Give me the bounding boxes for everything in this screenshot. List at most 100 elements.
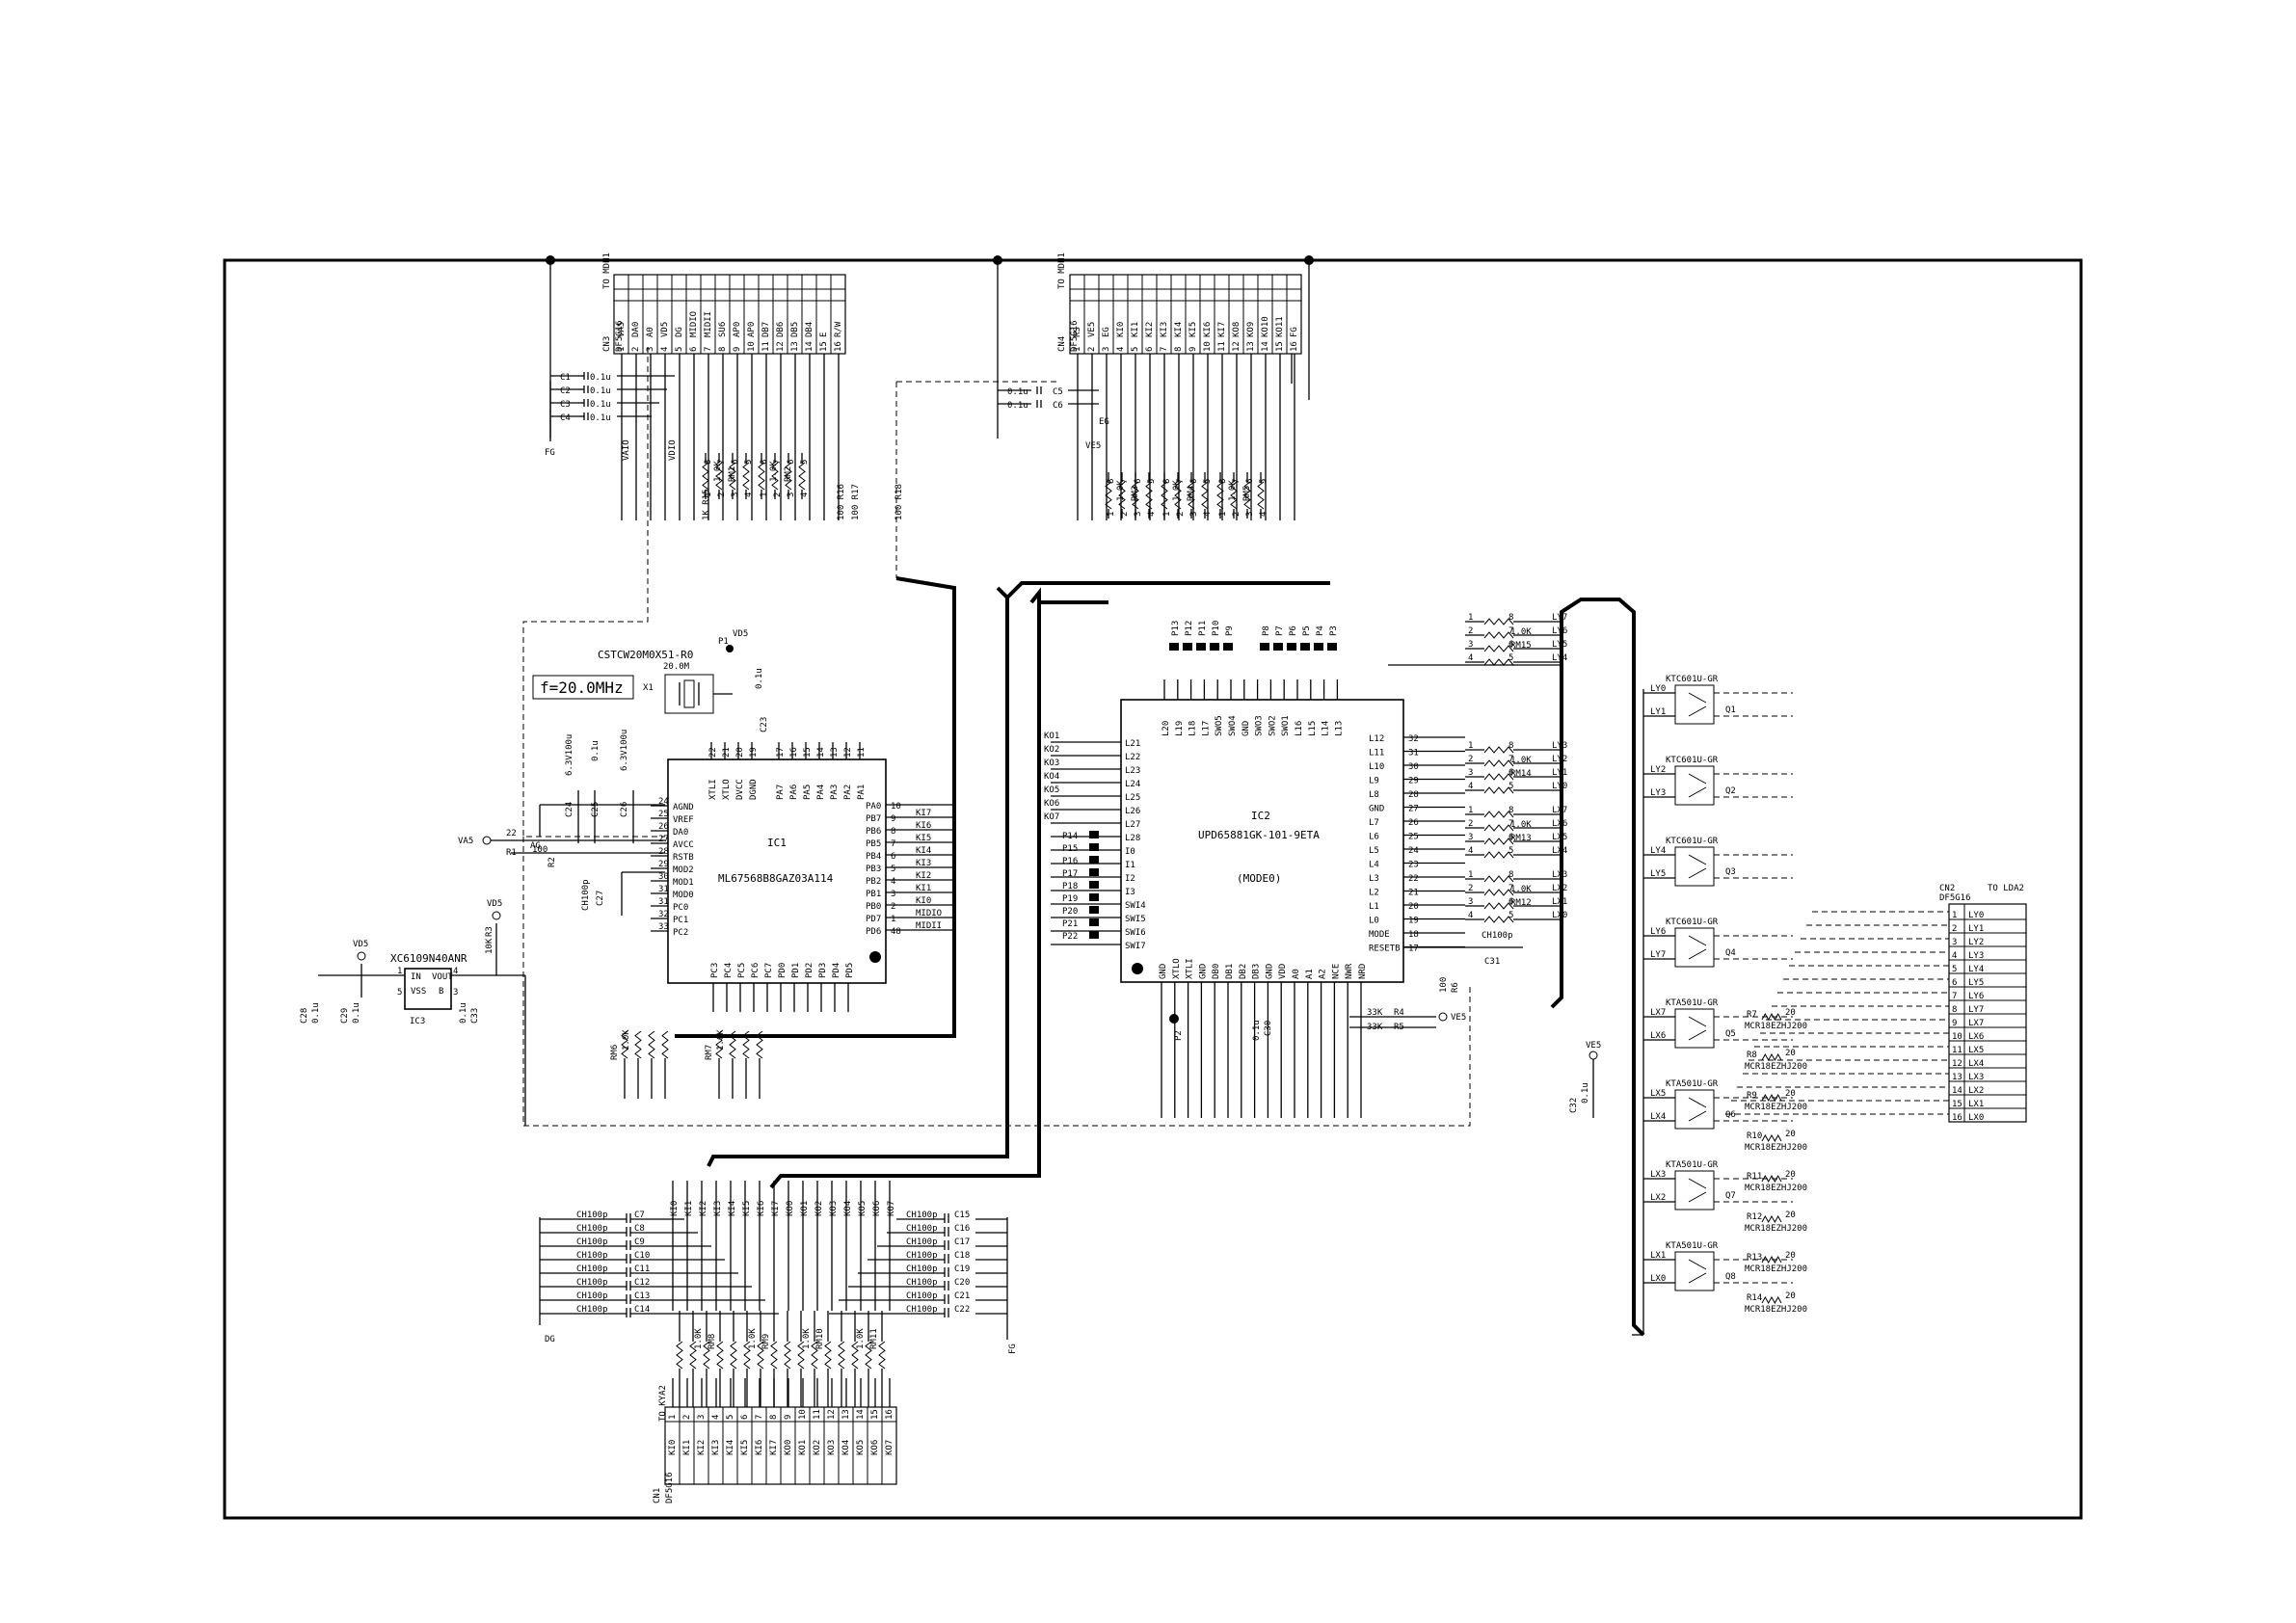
ic3-pin-name: VOUT	[432, 972, 453, 982]
connector-pin-number: 12	[1232, 341, 1241, 352]
transistor-part: KTA501U-GR	[1666, 1241, 1719, 1251]
ic2-net-label: KO5	[1044, 785, 1059, 795]
ic2-net-label: KO7	[1044, 812, 1059, 822]
test-point-pad	[1196, 643, 1206, 651]
ic1-net-label: KI1	[916, 884, 931, 893]
cn2-pin-number: 12	[1952, 1059, 1962, 1069]
network-pin-hi: 8	[1508, 806, 1513, 815]
ic2-pin-number: 24	[1408, 846, 1419, 856]
resistor-zigzag	[729, 1030, 736, 1059]
ic2-net-label: KO6	[1044, 799, 1059, 809]
resistor-zigzag	[1483, 759, 1514, 767]
resistor-zigzag	[1761, 1133, 1782, 1143]
transistor-arrow	[1688, 692, 1707, 704]
ic3-pin-name: B	[439, 987, 443, 997]
connector-pin-number: 1	[1073, 347, 1082, 352]
connector-pin-number: 16	[1290, 341, 1299, 352]
transistor-part: KTC601U-GR	[1666, 756, 1719, 765]
ic1-pin-name: PB7	[866, 814, 881, 824]
test-point-label: P9	[1225, 625, 1235, 636]
ic2-pin-name: VDD	[1278, 964, 1288, 979]
resistor-zigzag	[1145, 481, 1153, 510]
ic1-pin-number: 48	[891, 927, 901, 937]
resistor-zigzag	[715, 462, 723, 491]
transistor-arrow	[1688, 773, 1707, 785]
ic1-pin-name: PB3	[866, 865, 881, 874]
network-net: LX3	[1552, 870, 1567, 880]
network-pin-hi: 7	[1232, 479, 1241, 484]
connector-pin-number: 6	[689, 347, 699, 352]
transistor-net-b: LY5	[1650, 869, 1666, 879]
network-pin-hi: 6	[1189, 479, 1199, 484]
resistor-zigzag	[824, 1341, 832, 1370]
ic1-pin-name: RSTB	[673, 853, 694, 863]
ic2-part: UPD65881GK-101-9ETA	[1198, 829, 1320, 841]
transistor-array: KTC601U-GRQ1LY0LY1KTC601U-GRQ2LY2LY3KTC6…	[1632, 675, 1807, 1336]
ic2-pin-number: 32	[1408, 734, 1419, 744]
resistor-zigzag	[1174, 481, 1182, 510]
resistor-zigzag	[621, 1030, 628, 1059]
ic1-pin-number: 28	[658, 847, 669, 857]
connector-pin-name: KI5	[1188, 322, 1198, 337]
top-resistor: 100 R18	[894, 484, 904, 520]
connector-pin-name: KO7	[885, 1440, 894, 1455]
cap-value: CH100p	[906, 1305, 938, 1315]
network-net: LY6	[1552, 626, 1567, 636]
cn3-type: DF5G16	[615, 320, 625, 352]
transistor-arrow	[1688, 1110, 1707, 1122]
ic2-pin-name: L23	[1125, 766, 1140, 776]
ic1-pin-name: PB4	[866, 852, 881, 862]
test-point-pad	[1223, 643, 1233, 651]
connector-pin-name: KI1	[1131, 322, 1140, 337]
resistor-zigzag	[1483, 851, 1514, 859]
network-value: 1.0K	[769, 461, 779, 482]
ic2-pin-name: NCE	[1331, 964, 1341, 979]
ic1-pin-number: 15	[803, 747, 813, 758]
cn2-pin-name: LX4	[1968, 1059, 1984, 1069]
transistor-arrow	[1688, 786, 1707, 798]
ic2-pin-name: A2	[1319, 969, 1328, 979]
transistor-net-b: LX6	[1650, 1031, 1666, 1041]
ic2-pin-name: L14	[1322, 721, 1331, 736]
connector-pin-name: DA0	[631, 322, 641, 337]
r3-value: 10K	[485, 938, 494, 954]
bottom-dg-ground: DG FG	[545, 1335, 1018, 1354]
transistor-body	[1674, 1170, 1715, 1211]
transistor-net-a: LY6	[1650, 927, 1666, 937]
cn1-trace-label: KO2	[814, 1201, 824, 1216]
connector-pin-number: 1	[668, 1415, 678, 1420]
connector-pin-name: A0	[646, 327, 655, 337]
cn2-type: DF5G16	[1939, 893, 1971, 903]
connector-pin-number: 15	[870, 1409, 880, 1420]
vaio-label: VAIO	[622, 439, 631, 461]
ic1-pin-name: PB1	[866, 890, 881, 899]
connector-pin-number: 7	[1160, 347, 1169, 352]
network-pin-hi: 7	[773, 460, 783, 465]
network-pin-hi: 8	[704, 460, 713, 465]
network-net: LX1	[1552, 897, 1567, 907]
cn2-pin-name: LX1	[1968, 1100, 1984, 1109]
network-pin-hi: 6	[1508, 897, 1513, 907]
transistor-net-a: LX1	[1650, 1251, 1666, 1261]
cn2-pin-number: 3	[1952, 938, 1957, 947]
ic2-pin-number: 18	[1408, 930, 1419, 940]
connector-pin-name: FG	[1290, 327, 1299, 337]
network-net: LX6	[1552, 819, 1567, 829]
ic2-mode: (MODE0)	[1237, 872, 1281, 885]
r2-ref: R2	[547, 857, 557, 867]
network-pin-lo: 4	[1468, 846, 1473, 856]
cn1-trace-label: KI6	[757, 1201, 766, 1216]
ic2-pin-name: SWO2	[1268, 715, 1277, 736]
cn1-trace-label: KI2	[699, 1201, 708, 1216]
ic1-pin-number: 31	[658, 897, 669, 907]
network-net: LX7	[1552, 806, 1567, 815]
ic1-pin-number: 4	[891, 877, 895, 887]
network-ref: RM3	[1131, 486, 1140, 501]
cap-ref: C19	[954, 1264, 970, 1274]
connector-pin-number: 14	[1261, 341, 1270, 352]
ic2-pin-name: L3	[1369, 874, 1379, 884]
network-net: LX4	[1552, 846, 1567, 856]
